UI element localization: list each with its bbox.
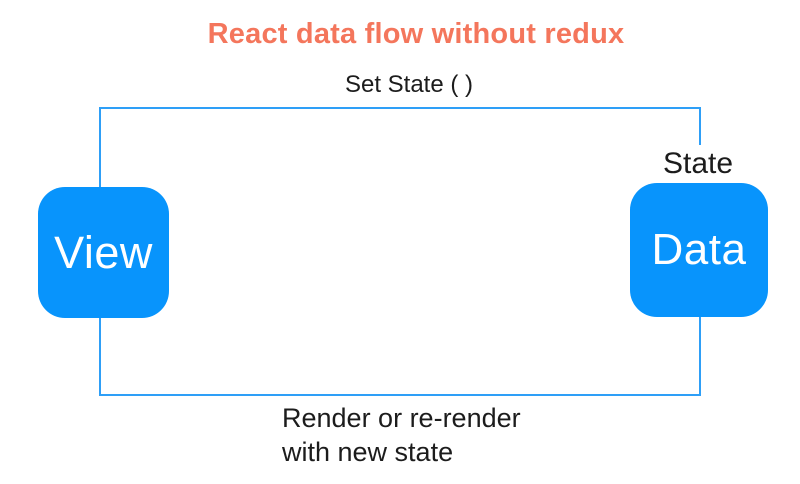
flow-loop-border (99, 107, 701, 396)
view-node-label: View (54, 226, 153, 278)
page-title: React data flow without redux (207, 18, 625, 50)
state-label: State (654, 145, 742, 183)
data-node: Data (630, 183, 768, 317)
render-label: Render or re-render with new state (282, 401, 521, 469)
set-state-label: Set State ( ) (344, 71, 474, 98)
render-label-line2: with new state (282, 437, 454, 467)
data-node-label: Data (651, 225, 747, 274)
render-label-line1: Render or re-render (282, 403, 521, 433)
view-node: View (38, 187, 169, 318)
